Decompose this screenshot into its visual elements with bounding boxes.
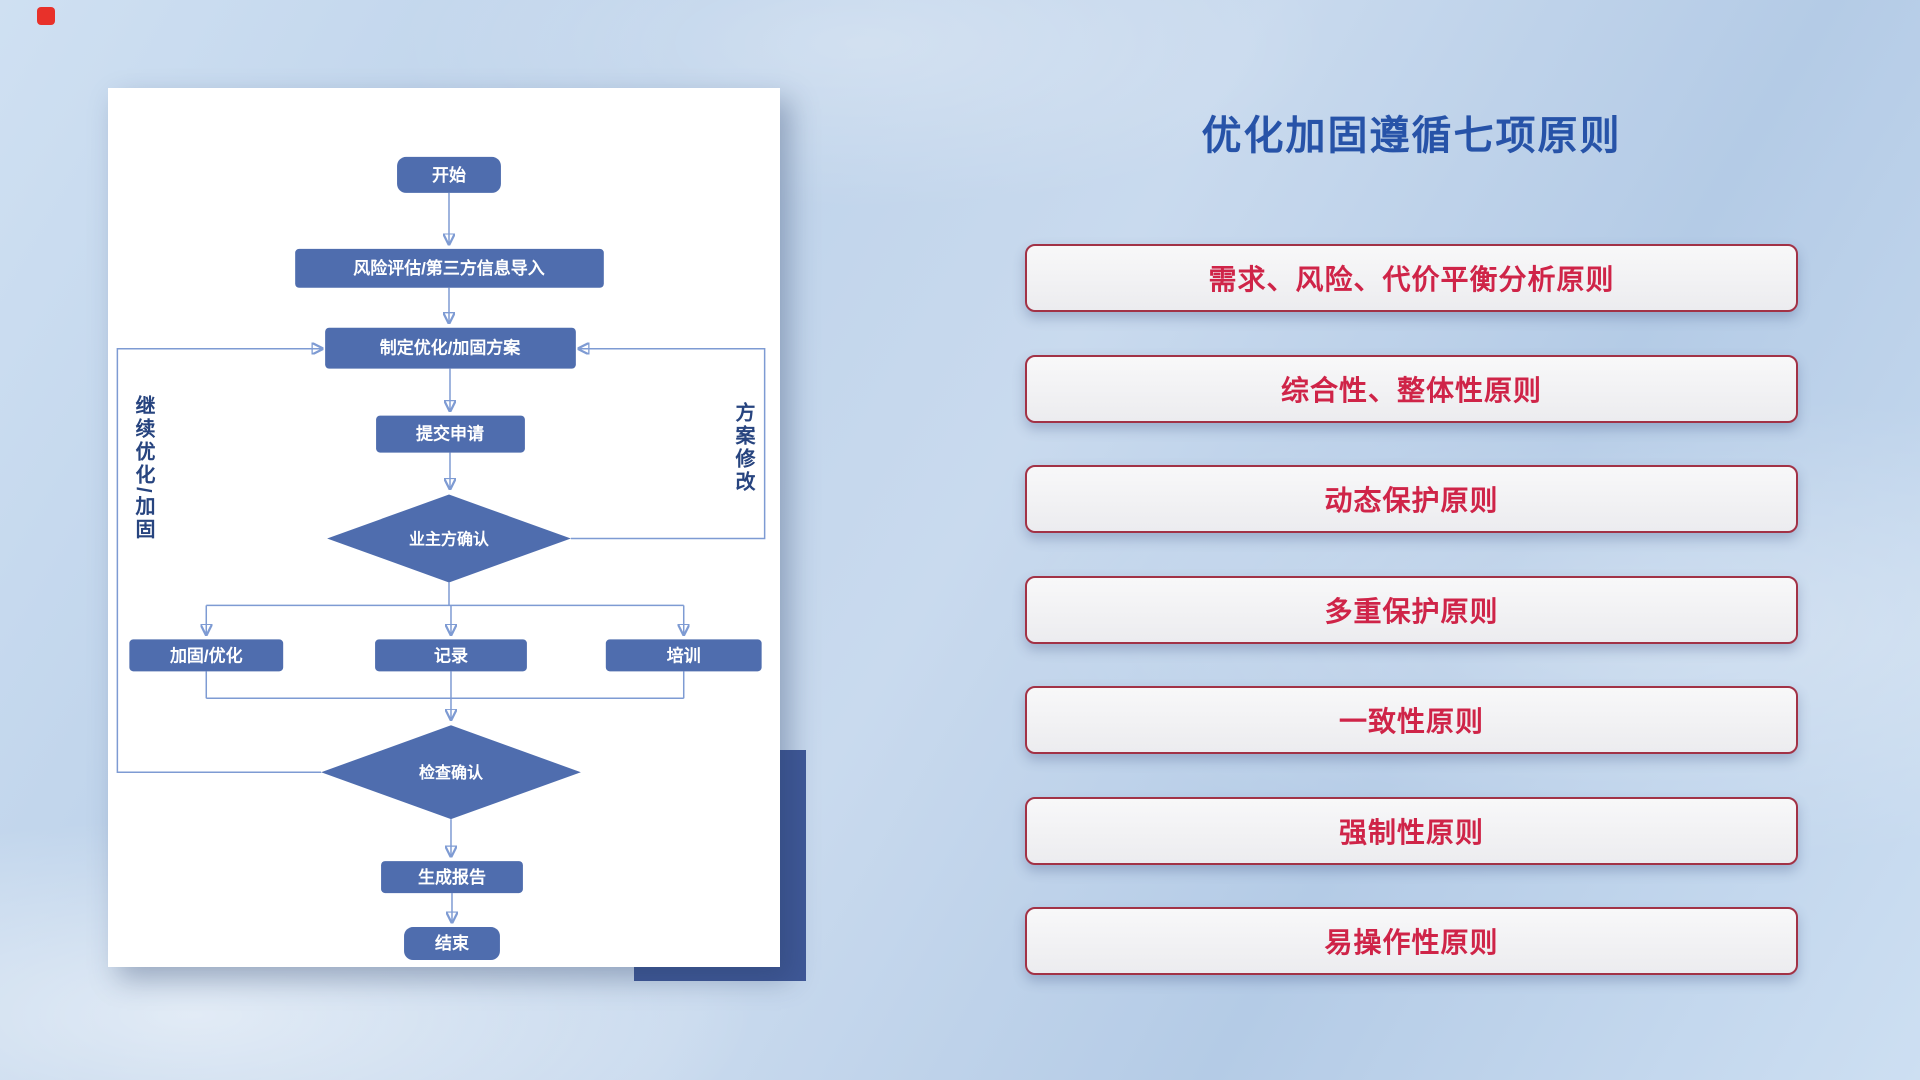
principle-text: 综合性、整体性原则 xyxy=(1280,374,1542,406)
flow-decision-owner-confirm: 业主方确认 xyxy=(327,494,571,583)
flow-node-risk-import: 风险评估/第三方信息导入 xyxy=(295,248,604,288)
flow-node-start-label: 开始 xyxy=(432,165,466,185)
principle-card: 综合性、整体性原则 xyxy=(1025,354,1798,423)
principle-text: 需求、风险、代价平衡分析原则 xyxy=(1208,264,1615,295)
flow-node-report: 生成报告 xyxy=(381,861,523,894)
flow-node-risk-import-label: 风险评估/第三方信息导入 xyxy=(353,258,544,278)
flowchart-card: 开始 风险评估/第三方信息导入 制定优化/加固方案 提交申请 业主方确认 加固/ xyxy=(108,88,780,967)
flow-node-end-label: 结束 xyxy=(435,933,469,953)
flow-node-submit-label: 提交申请 xyxy=(416,424,484,444)
principle-card: 动态保护原则 xyxy=(1025,465,1798,533)
flow-decision-owner-confirm-label: 业主方确认 xyxy=(409,529,489,548)
principles-list: 需求、风险、代价平衡分析原则 综合性、整体性原则 动态保护原则 多重保护原则 一… xyxy=(1025,244,1798,975)
loop-label-plan-revision: 方案修改 xyxy=(732,402,754,494)
flow-node-training-label: 培训 xyxy=(667,645,701,665)
loop-label-continue-optimize: 继续优化/加固 xyxy=(132,394,154,542)
flow-node-record: 记录 xyxy=(375,639,527,672)
flowchart: 开始 风险评估/第三方信息导入 制定优化/加固方案 提交申请 业主方确认 加固/ xyxy=(116,156,766,961)
principle-text: 动态保护原则 xyxy=(1324,485,1499,516)
slide-title: 优化加固遵循七项原则 xyxy=(1201,114,1622,158)
principle-text: 易操作性原则 xyxy=(1324,927,1499,958)
principle-card: 一致性原则 xyxy=(1025,686,1798,754)
flow-decision-check-confirm-label: 检查确认 xyxy=(419,763,483,782)
principles-panel: 优化加固遵循七项原则 需求、风险、代价平衡分析原则 综合性、整体性原则 动态保护… xyxy=(1025,0,1798,1080)
flow-node-make-plan-label: 制定优化/加固方案 xyxy=(380,338,521,358)
flow-node-record-label: 记录 xyxy=(434,646,468,665)
flow-node-harden: 加固/优化 xyxy=(129,639,284,672)
principle-card: 易操作性原则 xyxy=(1025,907,1798,975)
principle-text: 强制性原则 xyxy=(1338,816,1484,848)
red-corner-marker-icon xyxy=(37,7,55,25)
flow-node-end: 结束 xyxy=(404,927,500,961)
principle-text: 一致性原则 xyxy=(1338,706,1484,737)
flow-node-report-label: 生成报告 xyxy=(418,867,486,887)
flow-node-training: 培训 xyxy=(605,639,762,672)
principle-card: 多重保护原则 xyxy=(1025,575,1798,644)
flow-connectors xyxy=(116,192,766,922)
flow-node-harden-label: 加固/优化 xyxy=(169,645,243,665)
flow-node-submit: 提交申请 xyxy=(376,415,525,453)
principle-card: 需求、风险、代价平衡分析原则 xyxy=(1025,244,1798,312)
flow-decision-check-confirm: 检查确认 xyxy=(321,725,581,820)
flow-node-make-plan: 制定优化/加固方案 xyxy=(325,327,576,369)
principle-card: 强制性原则 xyxy=(1025,796,1798,865)
flow-node-start: 开始 xyxy=(397,156,501,193)
principle-text: 多重保护原则 xyxy=(1324,595,1499,627)
